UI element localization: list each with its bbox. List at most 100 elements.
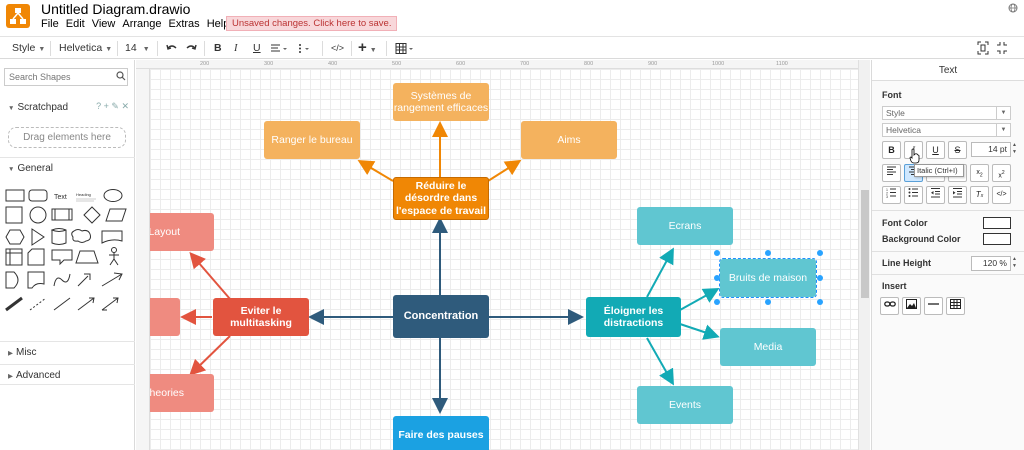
node-faire-des-pauses[interactable]: Faire des pauses bbox=[393, 416, 489, 450]
line-height-input[interactable]: 120 % bbox=[971, 256, 1011, 271]
ruler-label: 700 bbox=[520, 61, 530, 67]
code-icon[interactable]: </> bbox=[331, 43, 345, 53]
menu-help[interactable]: Help bbox=[206, 18, 230, 30]
title-bar: Untitled Diagram.drawio File Edit View A… bbox=[0, 0, 1024, 36]
html-code-button[interactable]: </> bbox=[992, 186, 1011, 204]
globe-icon[interactable] bbox=[1008, 3, 1018, 15]
clear-formatting-button[interactable]: Tx bbox=[970, 186, 989, 204]
bold-button[interactable]: B bbox=[882, 141, 901, 159]
insert-image-icon[interactable] bbox=[902, 297, 921, 315]
menu-file[interactable]: File bbox=[41, 18, 59, 30]
redo-icon[interactable] bbox=[185, 40, 197, 57]
outdent-button[interactable] bbox=[926, 186, 945, 204]
node-events[interactable]: Events bbox=[637, 386, 733, 424]
bold-icon[interactable]: B bbox=[214, 42, 222, 54]
menu-view[interactable]: View bbox=[91, 18, 116, 30]
chevron-down-icon: ▼ bbox=[996, 124, 1010, 136]
insert-horizontal-rule-icon[interactable] bbox=[924, 297, 943, 315]
menu-edit[interactable]: Edit bbox=[65, 18, 85, 30]
insert-plus-icon[interactable]: +▼ bbox=[358, 39, 377, 56]
font-size-dropdown[interactable]: 14▼ bbox=[125, 40, 150, 57]
vertical-scrollbar[interactable] bbox=[858, 60, 870, 450]
style-dropdown[interactable]: Style▼ bbox=[12, 40, 45, 57]
node-eloigner-distractions[interactable]: Éloigner les distractions bbox=[586, 297, 681, 337]
advanced-label: Advanced bbox=[16, 370, 61, 381]
fullscreen-icon[interactable] bbox=[977, 40, 989, 57]
insert-table-icon[interactable] bbox=[946, 297, 965, 315]
collapse-triangle-icon: ▼ bbox=[8, 105, 15, 112]
table-icon[interactable] bbox=[395, 40, 415, 57]
selection-handle[interactable] bbox=[714, 299, 720, 305]
diagram-canvas[interactable]: Systèmes de rangement efficaces Ranger l… bbox=[150, 69, 858, 450]
heading-shape-icon: Heading bbox=[76, 192, 91, 197]
general-section-header[interactable]: ▼General bbox=[0, 157, 135, 178]
node-concentration[interactable]: Concentration bbox=[393, 295, 489, 338]
menu-arrange[interactable]: Arrange bbox=[122, 18, 162, 30]
insert-link-icon[interactable] bbox=[880, 297, 899, 315]
superscript-button[interactable]: x2 bbox=[992, 164, 1011, 182]
background-color-swatch[interactable] bbox=[983, 233, 1011, 245]
search-shapes-input[interactable] bbox=[4, 68, 128, 86]
bullet-list-button[interactable] bbox=[904, 186, 923, 204]
node-layout[interactable]: Layout bbox=[150, 213, 214, 251]
node-eviter-multitasking[interactable]: Eviter le multitasking bbox=[213, 298, 309, 336]
scrollbar-thumb[interactable] bbox=[861, 190, 869, 298]
advanced-section-header[interactable]: ▶Advanced bbox=[0, 364, 135, 385]
misc-section-header[interactable]: ▶Misc bbox=[0, 341, 135, 362]
cloud-shape-icon bbox=[71, 229, 91, 243]
underline-icon[interactable]: U bbox=[253, 42, 261, 54]
node-aims[interactable]: Aims bbox=[521, 121, 617, 159]
font-family-select[interactable]: Helvetica▼ bbox=[882, 123, 1011, 137]
node-left-partial[interactable] bbox=[150, 298, 180, 336]
general-shapes-palette[interactable]: Text Heading bbox=[4, 186, 132, 338]
selection-handle[interactable] bbox=[817, 299, 823, 305]
tab-text[interactable]: Text bbox=[872, 60, 1024, 81]
line-height-spinner[interactable]: ▲▼ bbox=[1012, 256, 1017, 269]
node-bruits-de-maison[interactable]: Bruits de maison bbox=[719, 258, 817, 298]
indent-button[interactable] bbox=[948, 186, 967, 204]
unsaved-changes-notice[interactable]: Unsaved changes. Click here to save. bbox=[226, 16, 398, 31]
text-shape-icon: Text bbox=[54, 194, 67, 201]
toolbar-divider bbox=[157, 41, 158, 56]
font-family-dropdown[interactable]: Helvetica▼ bbox=[59, 40, 112, 57]
document-title[interactable]: Untitled Diagram.drawio bbox=[41, 1, 191, 17]
italic-icon[interactable]: I bbox=[234, 43, 238, 54]
diamond-shape-icon bbox=[83, 206, 101, 224]
circle-shape-icon bbox=[29, 206, 47, 224]
style-select[interactable]: Style▼ bbox=[882, 106, 1011, 120]
callout-shape-icon bbox=[51, 249, 73, 266]
selection-handle[interactable] bbox=[765, 250, 771, 256]
selection-handle[interactable] bbox=[714, 275, 720, 281]
search-icon[interactable] bbox=[116, 71, 126, 84]
font-size-spinner[interactable]: ▲▼ bbox=[1012, 142, 1017, 155]
scratchpad-header[interactable]: ▼Scratchpad ? + ✎ ✕ bbox=[0, 97, 135, 118]
align-dropdown-icon[interactable] bbox=[270, 40, 288, 57]
edge-top-aims bbox=[487, 159, 522, 182]
selection-handle[interactable] bbox=[817, 250, 823, 256]
font-size-input[interactable]: 14 pt bbox=[971, 142, 1011, 157]
node-reduire-desordre[interactable]: Réduire le désordre dans l'espace de tra… bbox=[393, 177, 489, 220]
node-ecrans[interactable]: Ecrans bbox=[637, 207, 733, 245]
scratchpad-tools[interactable]: ? + ✎ ✕ bbox=[96, 101, 129, 111]
collapse-icon[interactable] bbox=[996, 40, 1008, 57]
subscript-button[interactable]: x2 bbox=[970, 164, 989, 182]
selection-handle[interactable] bbox=[765, 299, 771, 305]
selection-handle[interactable] bbox=[817, 275, 823, 281]
undo-icon[interactable] bbox=[166, 40, 178, 57]
node-media[interactable]: Media bbox=[720, 328, 816, 366]
delay-shape-icon bbox=[5, 271, 19, 289]
underline-button[interactable]: U bbox=[926, 141, 945, 159]
scratchpad-dropzone[interactable]: Drag elements here bbox=[8, 127, 126, 148]
node-systemes-rangement[interactable]: Systèmes de rangement efficaces bbox=[393, 83, 489, 121]
actor-shape-icon bbox=[109, 252, 119, 266]
node-ranger-bureau[interactable]: Ranger le bureau bbox=[264, 121, 360, 159]
strikethrough-button[interactable]: S bbox=[948, 141, 967, 159]
rounded-rectangle-shape-icon bbox=[28, 189, 48, 202]
align-left-button[interactable] bbox=[882, 164, 901, 182]
node-theories[interactable]: Theories bbox=[150, 374, 214, 412]
vertical-align-icon[interactable] bbox=[297, 40, 311, 57]
menu-extras[interactable]: Extras bbox=[168, 18, 200, 30]
font-color-swatch[interactable] bbox=[983, 217, 1011, 229]
selection-handle[interactable] bbox=[714, 250, 720, 256]
